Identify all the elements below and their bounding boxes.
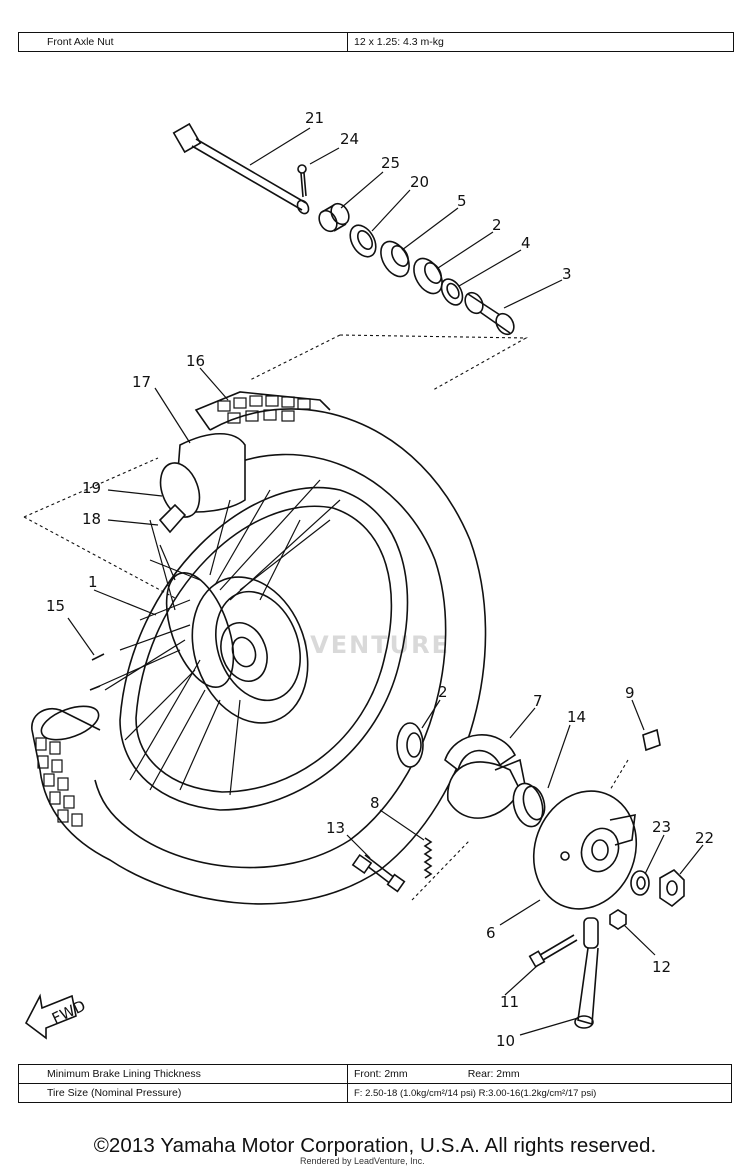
collar-25	[318, 202, 350, 233]
part-label-4: 4	[521, 234, 531, 252]
tire-16	[31, 391, 487, 905]
brake-lining-front: Front: 2mm	[354, 1068, 408, 1080]
wheel-spec-table: Minimum Brake Lining Thickness Front: 2m…	[18, 1064, 732, 1103]
spokes	[94, 479, 341, 796]
nipple-15	[89, 653, 105, 691]
part-label-21: 21	[305, 109, 324, 127]
part-label-8: 8	[370, 794, 380, 812]
rim-band-18	[158, 503, 187, 534]
plug-9	[642, 728, 661, 752]
fwd-label: FWD	[49, 997, 88, 1028]
tire-tread	[35, 395, 311, 827]
part-label-5: 5	[457, 192, 467, 210]
part-label-2: 2	[492, 216, 502, 234]
spring-8	[423, 837, 433, 879]
alignment-lines	[23, 334, 629, 901]
axle-nut-value: 12 x 1.25: 4.3 m-kg	[347, 32, 734, 52]
brake-lining-value: Front: 2mm Rear: 2mm	[347, 1064, 732, 1084]
axle-nut-spec-table: Front Axle Nut 12 x 1.25: 4.3 m-kg	[18, 32, 734, 52]
sleeve-3	[464, 291, 515, 336]
adjuster-13	[351, 853, 406, 893]
part-label-10: 10	[496, 1032, 515, 1050]
part-label-11: 11	[500, 993, 519, 1011]
part-label-15: 15	[46, 597, 65, 615]
part-label-1: 1	[88, 573, 98, 591]
part-label-20: 20	[410, 173, 429, 191]
part-label-2-lower: 2	[438, 683, 448, 701]
render-credit: Rendered by LeadVenture, Inc.	[300, 1156, 425, 1166]
part-label-12: 12	[652, 958, 671, 976]
ring-4	[440, 278, 464, 306]
oil-seal-20	[349, 224, 377, 258]
cotter-pin-24	[297, 164, 307, 198]
leader-lines	[67, 127, 704, 1036]
part-label-9: 9	[625, 684, 635, 702]
fwd-arrow-icon	[24, 993, 77, 1040]
part-label-23: 23	[652, 818, 671, 836]
bearing-2-lower	[396, 722, 424, 768]
seal-14	[512, 782, 546, 828]
tire-size-label: Tire Size (Nominal Pressure)	[18, 1083, 348, 1103]
part-label-18: 18	[82, 510, 101, 528]
part-label-13: 13	[326, 819, 345, 837]
brake-plate-6	[532, 790, 638, 910]
part-label-14: 14	[567, 708, 586, 726]
brake-lining-label: Minimum Brake Lining Thickness	[18, 1064, 348, 1084]
nut-12	[609, 909, 627, 930]
axle-21	[172, 122, 310, 215]
bearing-5	[380, 240, 410, 278]
washer-23	[630, 870, 650, 896]
cam-lever-10	[574, 917, 599, 1029]
part-label-25: 25	[381, 154, 400, 172]
tube-17	[159, 433, 246, 518]
bolt-11	[528, 934, 578, 968]
spacer-2	[413, 257, 443, 295]
copyright-notice: ©2013 Yamaha Motor Corporation, U.S.A. A…	[93, 1134, 657, 1157]
part-label-22: 22	[695, 829, 714, 847]
brake-lining-rear: Rear: 2mm	[467, 1068, 520, 1080]
hub-1	[165, 572, 309, 724]
axle-nut-label: Front Axle Nut	[18, 32, 348, 52]
rim	[119, 487, 409, 811]
part-label-6: 6	[486, 924, 496, 942]
part-label-19: 19	[82, 479, 101, 497]
nut-22	[659, 869, 685, 907]
part-label-17: 17	[132, 373, 151, 391]
part-label-7: 7	[533, 692, 543, 710]
brake-shoes-7	[444, 734, 526, 819]
tire-size-value: F: 2.50-18 (1.0kg/cm²/14 psi) R:3.00-16(…	[347, 1083, 732, 1103]
part-label-16: 16	[186, 352, 205, 370]
part-label-24: 24	[340, 130, 359, 148]
part-label-3: 3	[562, 265, 572, 283]
